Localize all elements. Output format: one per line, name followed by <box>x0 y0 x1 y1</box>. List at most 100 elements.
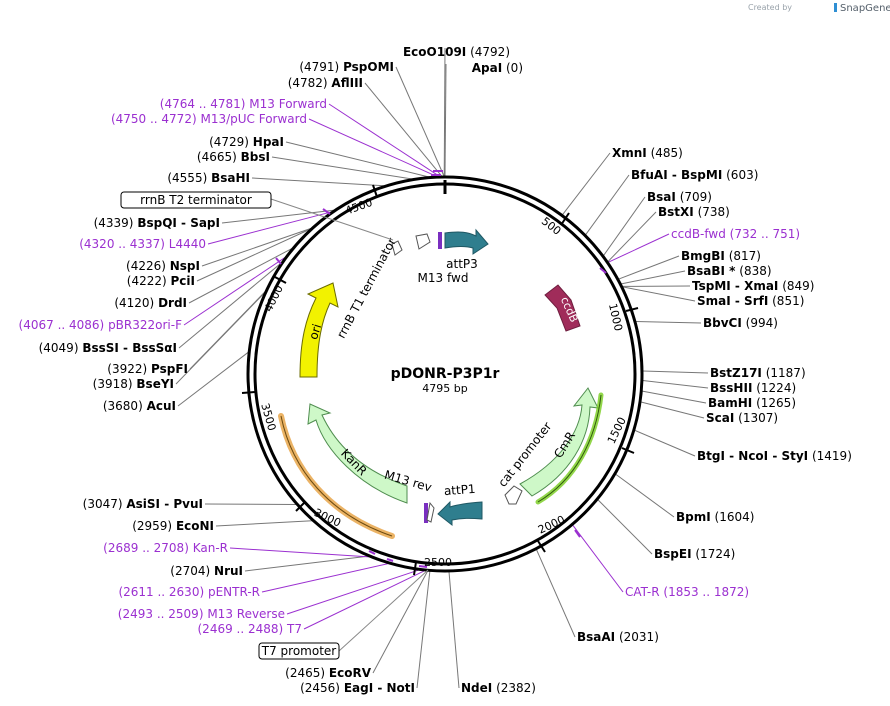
site-position: (2382) <box>496 681 536 695</box>
primer-label-1: (4750 .. 4772) M13/pUC Forward <box>111 112 307 126</box>
site-position: (738) <box>698 205 730 219</box>
site-name: BtgI - NcoI - StyI <box>697 449 808 463</box>
svg-text:(4120) DrdI: (4120) DrdI <box>114 296 187 310</box>
site-label-4: (4729) HpaI <box>209 135 284 149</box>
svg-text:ScaI (1307): ScaI (1307) <box>706 411 778 425</box>
site-position: (1604) <box>715 510 755 524</box>
site-leader-0 <box>443 47 446 177</box>
site-label-18: (2465) EcoRV <box>285 666 372 680</box>
svg-text:(4555) BsaHI: (4555) BsaHI <box>167 171 250 185</box>
svg-text:(3047) AsiSI - PvuI: (3047) AsiSI - PvuI <box>83 497 203 511</box>
svg-text:(4049) BssSI - BssSαI: (4049) BssSI - BssSαI <box>39 341 177 355</box>
site-name: ScaI <box>706 411 734 425</box>
primer-position: (732 .. 751) <box>730 227 800 241</box>
primer-leader-6 <box>286 569 419 615</box>
site-label-3: (4782) AflIII <box>288 76 363 90</box>
site-position: (849) <box>782 279 814 293</box>
site-position: (4339) <box>94 216 134 230</box>
site-label-17: (2704) NruI <box>170 564 243 578</box>
svg-text:(4226) NspI: (4226) NspI <box>126 259 200 273</box>
site-name: AsiSI - PvuI <box>126 497 203 511</box>
site-leader-37 <box>562 152 611 215</box>
primer-name: T7 <box>286 622 302 636</box>
primer-name: pENTR-R <box>208 585 260 599</box>
svg-text:BssHII (1224): BssHII (1224) <box>710 381 796 395</box>
svg-text:TspMI - XmaI (849): TspMI - XmaI (849) <box>692 279 815 293</box>
primer-position: (2493 .. 2509) <box>118 607 204 621</box>
site-leader-32 <box>621 270 686 285</box>
m13-rev-mark <box>424 503 428 523</box>
site-leader-2 <box>395 66 445 177</box>
tick-label-500: 500 <box>539 215 564 238</box>
svg-text:(3918) BseYI: (3918) BseYI <box>93 377 174 391</box>
site-label-16: (2959) EcoNI <box>132 519 214 533</box>
site-label-15: (3047) AsiSI - PvuI <box>83 497 203 511</box>
site-leader-29 <box>635 321 702 324</box>
site-name: BmgBI <box>681 249 725 263</box>
site-label-37: XmnI (485) <box>612 146 683 160</box>
svg-text:ccdB-fwd (732 .. 751): ccdB-fwd (732 .. 751) <box>671 227 800 241</box>
site-name: XmnI <box>612 146 647 160</box>
site-name: BfuAI - BspMI <box>631 168 722 182</box>
svg-text:NdeI (2382): NdeI (2382) <box>461 681 536 695</box>
svg-text:(3922) PspFI: (3922) PspFI <box>107 362 188 376</box>
svg-text:(2704) NruI: (2704) NruI <box>170 564 243 578</box>
site-position: (2031) <box>619 630 659 644</box>
svg-text:(3680) AcuI: (3680) AcuI <box>103 399 176 413</box>
KanR-arrow <box>307 403 408 504</box>
site-leader-5 <box>271 156 412 180</box>
site-leader-18 <box>372 570 428 674</box>
svg-text:(2493 .. 2509) M13 Reverse: (2493 .. 2509) M13 Reverse <box>118 607 285 621</box>
svg-text:(2689 .. 2708) Kan-R: (2689 .. 2708) Kan-R <box>103 541 228 555</box>
site-leader-35 <box>603 196 646 256</box>
site-label-35: BsaI (709) <box>647 190 712 204</box>
primer-position: (4750 .. 4772) <box>111 112 197 126</box>
site-label-20: NdeI (2382) <box>461 681 536 695</box>
primer-position: (2689 .. 2708) <box>103 541 189 555</box>
site-label-0: EcoO109I (4792) <box>403 45 510 59</box>
site-leader-11 <box>178 262 282 349</box>
site-leader-16 <box>215 520 313 527</box>
site-leader-30 <box>622 286 696 302</box>
site-position: (4120) <box>114 296 154 310</box>
site-position: (1187) <box>766 366 806 380</box>
svg-text:BbvCI (994): BbvCI (994) <box>703 316 778 330</box>
site-name: HpaI <box>253 135 284 149</box>
svg-text:EcoO109I (4792): EcoO109I (4792) <box>403 45 510 59</box>
site-name: TspMI - XmaI <box>692 279 778 293</box>
primer-label-5: (2611 .. 2630) pENTR-R <box>118 585 260 599</box>
site-name: NdeI <box>461 681 492 695</box>
site-leader-1 <box>444 63 447 177</box>
site-leader-3 <box>364 82 443 177</box>
svg-text:XmnI (485): XmnI (485) <box>612 146 683 160</box>
site-name: PciI <box>171 274 196 288</box>
site-position: (1724) <box>695 547 735 561</box>
site-name: NspI <box>170 259 200 273</box>
site-position: (4792) <box>470 45 510 59</box>
site-leader-23 <box>615 473 675 518</box>
primer-position: (1853 .. 1872) <box>663 585 749 599</box>
site-name: EcoO109I <box>403 45 466 59</box>
primer-name: CAT-R <box>625 585 660 599</box>
site-name: BspQI - SapI <box>137 216 220 230</box>
site-leader-34 <box>607 211 657 262</box>
svg-text:(4665) BbsI: (4665) BbsI <box>197 150 270 164</box>
site-name: BsaHI <box>211 171 250 185</box>
site-label-32: BsaBI * (838) <box>687 264 772 278</box>
site-position: (851) <box>772 294 804 308</box>
site-position: (994) <box>746 316 778 330</box>
site-position: (3680) <box>103 399 143 413</box>
primer-label-4: (2689 .. 2708) Kan-R <box>103 541 228 555</box>
site-label-14: (3680) AcuI <box>103 399 176 413</box>
site-name: BamHI <box>708 396 752 410</box>
svg-text:(4729) HpaI: (4729) HpaI <box>209 135 284 149</box>
site-position: (485) <box>651 146 683 160</box>
site-label-6: (4555) BsaHI <box>167 171 250 185</box>
svg-text:(4782) AflIII: (4782) AflIII <box>288 76 363 90</box>
svg-text:(4764 .. 4781) M13 Forward: (4764 .. 4781) M13 Forward <box>160 97 327 111</box>
svg-text:(2611 .. 2630) pENTR-R: (2611 .. 2630) pENTR-R <box>118 585 260 599</box>
feature-label-rrnB-T1: rrnB T1 terminator <box>334 235 399 340</box>
boxed-feature-T7-promoter: T7 promoter <box>258 569 429 660</box>
svg-text:(4320 .. 4337) L4440: (4320 .. 4337) L4440 <box>79 237 206 251</box>
boxed-label-T7-promoter: T7 promoter <box>261 644 337 658</box>
